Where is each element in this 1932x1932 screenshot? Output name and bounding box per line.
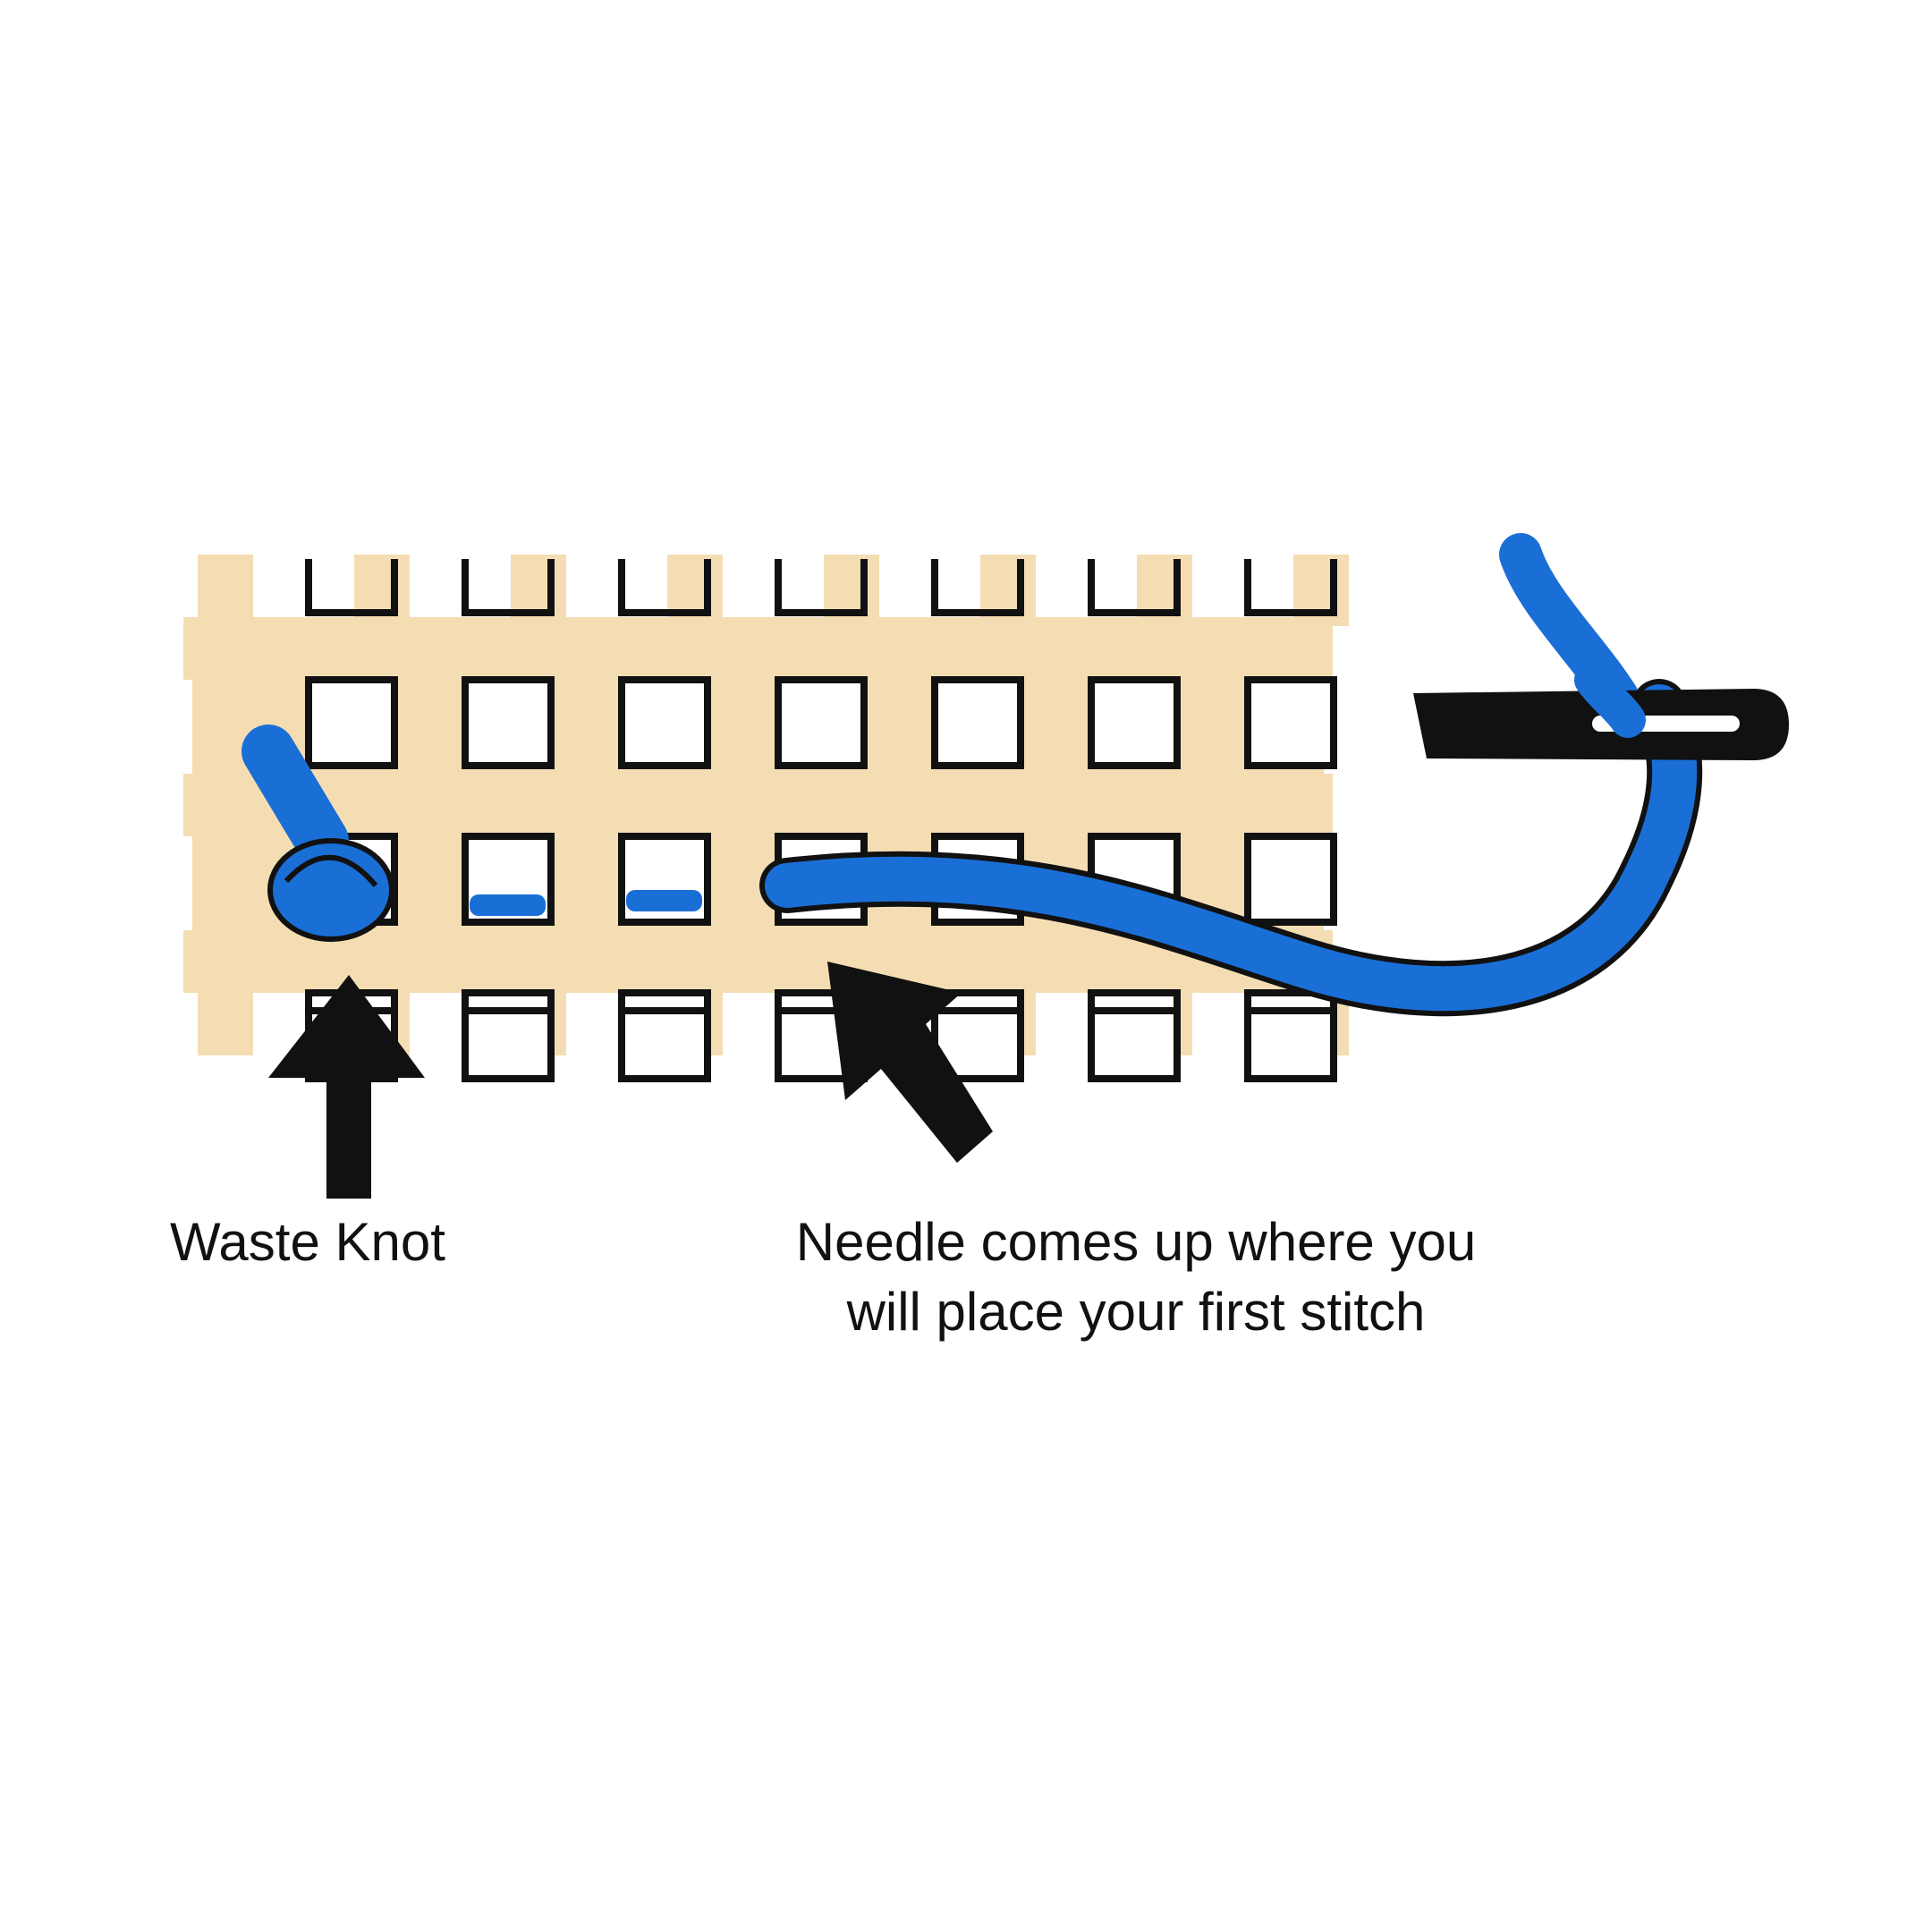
canvas-hole-top <box>305 559 398 616</box>
canvas-hole-top <box>618 559 711 616</box>
waste-knot-label: Waste Knot <box>170 1212 445 1272</box>
thread-tail <box>242 724 349 868</box>
thread-main <box>765 684 1698 1012</box>
knot-loop <box>284 854 378 887</box>
canvas-hole-bottom <box>1244 1007 1337 1060</box>
canvas-bar-right <box>1306 774 1333 836</box>
canvas-hole-bottom <box>1088 1007 1181 1060</box>
thread <box>242 533 1703 1017</box>
arrow-diagonal-icon <box>827 962 993 1163</box>
canvas-hole <box>1088 989 1181 1082</box>
canvas-bar-bottom <box>198 984 253 1055</box>
canvas-hole-top <box>1244 559 1337 616</box>
thread-under-hole <box>626 890 702 911</box>
canvas-bar-left <box>183 774 219 836</box>
canvas-hole <box>305 676 398 769</box>
canvas-hole-top <box>1088 559 1181 616</box>
canvas-hole <box>618 676 711 769</box>
needle-instruction-line-1: Needle comes up where you <box>795 1212 1477 1272</box>
pointer-arrows <box>268 962 993 1199</box>
arrow-up-icon <box>268 975 425 1199</box>
needle-instruction-line-2: will place your first stitch <box>846 1282 1426 1342</box>
canvas-bar-right <box>1306 617 1333 680</box>
canvas-hole-bottom <box>462 1007 555 1060</box>
canvas-hole-bottom <box>931 1007 1024 1060</box>
needle-icon <box>1413 662 1789 760</box>
canvas-hole <box>1244 833 1337 926</box>
canvas-hole <box>1244 989 1337 1082</box>
canvas-hole <box>462 989 555 1082</box>
canvas-hole-top <box>931 559 1024 616</box>
canvas-hole <box>1088 676 1181 769</box>
canvas-hole-bottom <box>618 1007 711 1060</box>
canvas-hole <box>931 676 1024 769</box>
thread-through-eye <box>1574 662 1646 738</box>
canvas-hole-top <box>462 559 555 616</box>
needle-instruction-label: Needle comes up where you will place you… <box>680 1208 1592 1347</box>
canvas-hole-top <box>775 559 868 616</box>
canvas-hole <box>618 989 711 1082</box>
canvas-bar-left <box>183 930 219 993</box>
canvas-hole <box>775 676 868 769</box>
canvas-hole <box>1244 676 1337 769</box>
thread-under-hole <box>470 894 546 916</box>
canvas-hole <box>462 676 555 769</box>
canvas-bar-top <box>198 555 253 626</box>
canvas-bar-left <box>183 617 219 680</box>
